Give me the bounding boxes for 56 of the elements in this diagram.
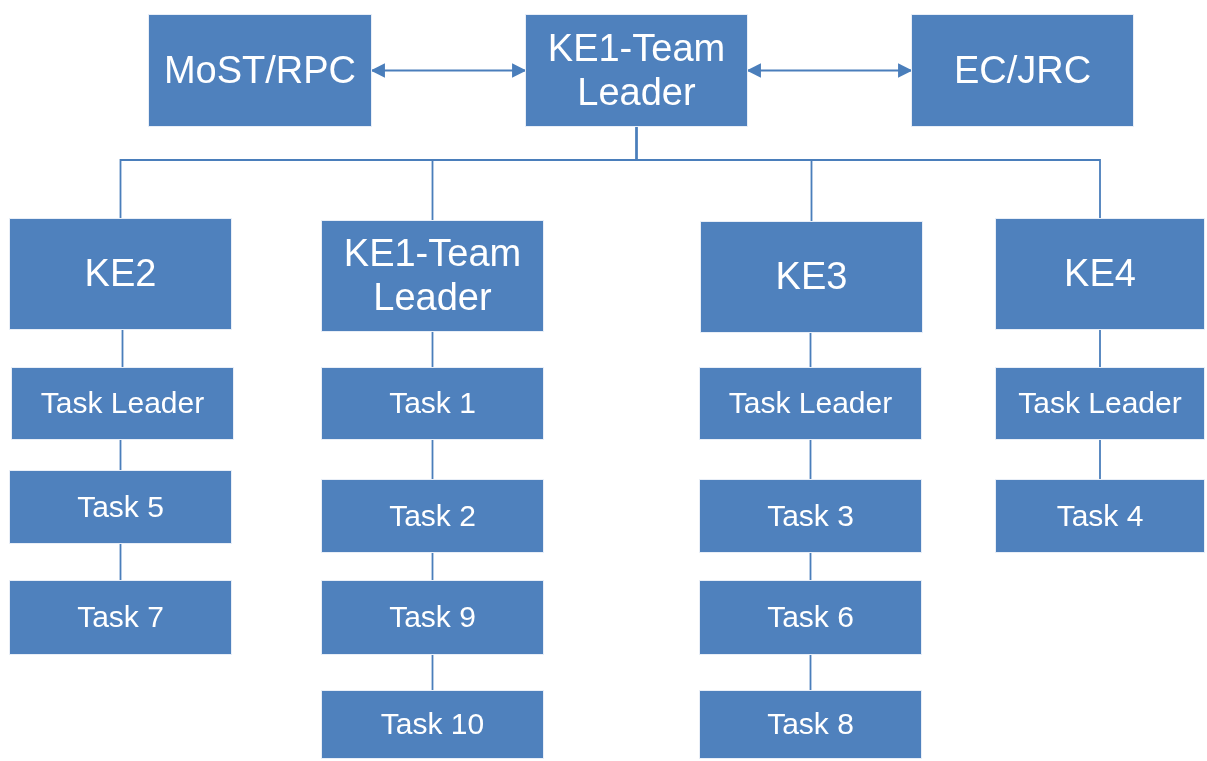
connector-line bbox=[431, 552, 434, 581]
org-box bbox=[321, 690, 544, 759]
org-box bbox=[525, 14, 748, 127]
org-box bbox=[995, 367, 1205, 440]
box-label: Task 6 bbox=[767, 600, 854, 635]
org-box bbox=[9, 218, 232, 330]
box-label: KE2 bbox=[84, 252, 157, 296]
box-label: Task 1 bbox=[389, 386, 476, 421]
box-label: Task 10 bbox=[380, 707, 485, 742]
connector-line bbox=[431, 439, 434, 480]
org-box bbox=[699, 580, 922, 655]
org-box bbox=[321, 220, 544, 332]
connector-line bbox=[1099, 329, 1101, 368]
connector-line bbox=[119, 543, 122, 581]
arrow bbox=[746, 63, 913, 78]
org-box bbox=[699, 690, 922, 759]
box-label: Task 7 bbox=[77, 600, 164, 635]
org-box bbox=[321, 367, 544, 440]
org-box bbox=[700, 221, 923, 333]
connector-line bbox=[431, 331, 434, 368]
connector-line bbox=[809, 332, 812, 368]
connector-line bbox=[809, 439, 812, 480]
connector-line bbox=[431, 654, 434, 691]
org-box bbox=[699, 479, 922, 553]
box-label: Task 5 bbox=[77, 489, 164, 525]
org-box bbox=[9, 470, 232, 544]
box-label: Task 4 bbox=[1056, 498, 1144, 534]
org-box bbox=[699, 367, 922, 440]
box-label: Task 9 bbox=[389, 600, 476, 635]
org-box bbox=[11, 367, 234, 440]
box-label: KE4 bbox=[1064, 252, 1136, 296]
box-label: Task Leader bbox=[40, 386, 205, 421]
box-label: Task Leader bbox=[1018, 386, 1182, 421]
org-box bbox=[911, 14, 1134, 127]
org-box bbox=[321, 479, 544, 553]
arrow bbox=[370, 63, 527, 78]
box-label: Task 8 bbox=[767, 707, 854, 742]
connector-line bbox=[809, 552, 812, 581]
connector-line bbox=[635, 126, 1101, 219]
box-label: KE3 bbox=[775, 255, 848, 299]
box-label: KE1-Team Leader bbox=[546, 26, 727, 115]
connector-line bbox=[121, 329, 124, 368]
org-box bbox=[9, 580, 232, 655]
org-box bbox=[321, 580, 544, 655]
connector-line bbox=[1099, 439, 1101, 480]
org-box bbox=[995, 479, 1205, 553]
box-label: Task Leader bbox=[728, 386, 893, 421]
org-box bbox=[148, 14, 372, 127]
box-label: EC/JRC bbox=[953, 48, 1092, 93]
box-label: Task 3 bbox=[767, 498, 854, 534]
box-label: Task 2 bbox=[389, 498, 476, 534]
box-label: KE1-Team Leader bbox=[342, 232, 523, 320]
connector-line bbox=[809, 654, 812, 691]
connector-line bbox=[119, 439, 122, 471]
org-box bbox=[995, 218, 1205, 330]
box-label: MoST/RPC bbox=[163, 48, 357, 93]
